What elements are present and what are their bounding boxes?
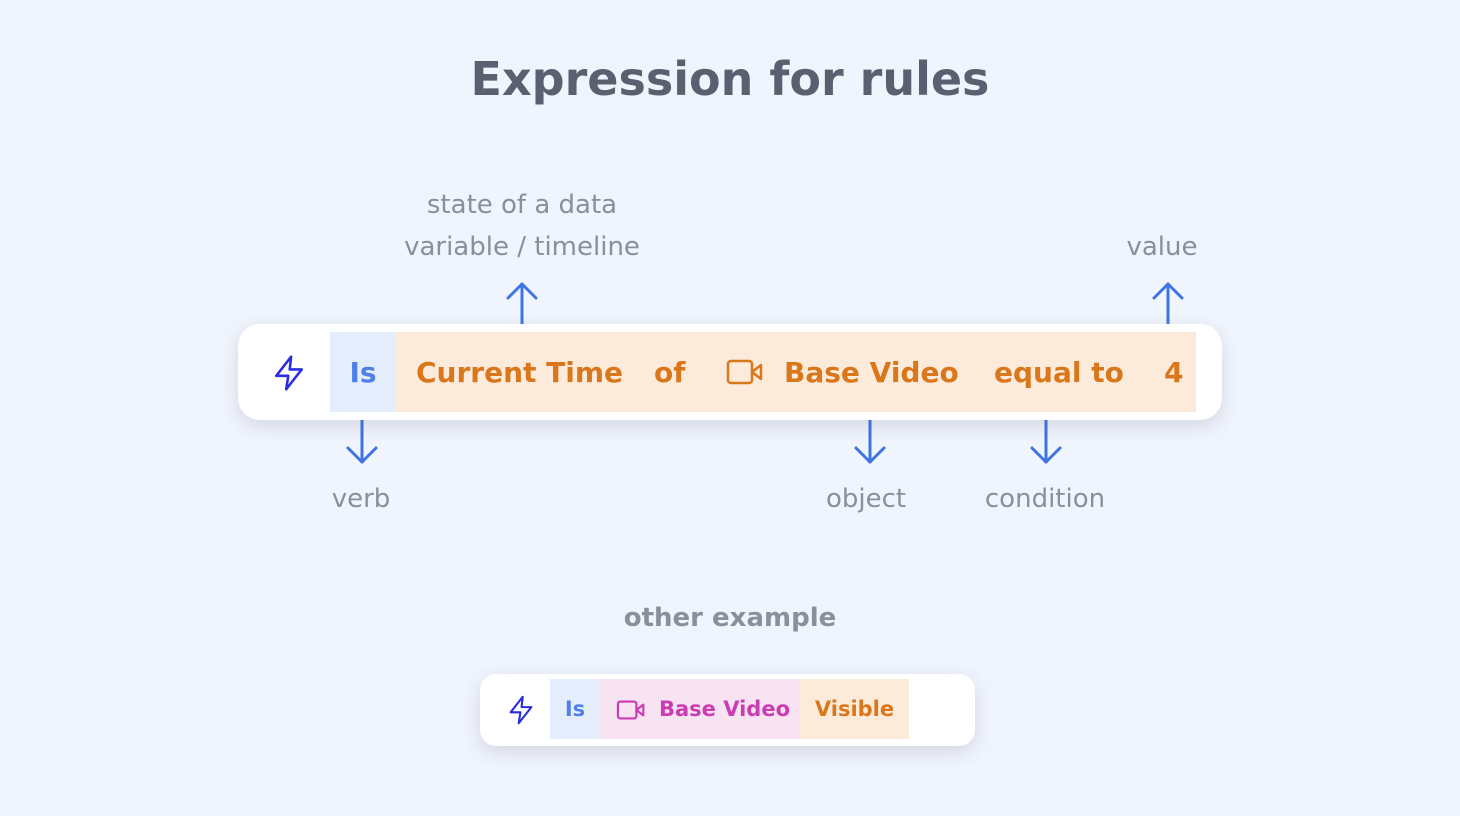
state-token-label: Visible	[814, 697, 895, 721]
state-annotation: state of a data variable / timeline	[372, 184, 672, 268]
object-token[interactable]: Base Video	[784, 355, 959, 389]
state-token[interactable]: Current Time	[416, 355, 624, 389]
lightning-bolt-icon[interactable]	[507, 695, 535, 725]
state-annotation-line1: state of a data	[426, 190, 618, 220]
verb-token-label: Is	[564, 697, 586, 721]
state-annotation-line2: variable / timeline	[404, 232, 640, 262]
condition-annotation: condition	[984, 484, 1106, 514]
condition-token[interactable]: equal to	[994, 355, 1124, 389]
state-token[interactable]: Visible	[800, 679, 909, 739]
state-expression-token[interactable]: Current Time of Base Video equal to 4	[396, 332, 1196, 412]
verb-annotation: verb	[331, 484, 391, 514]
object-expression-token[interactable]: Base Video	[600, 679, 800, 739]
video-camera-icon	[616, 700, 645, 720]
object-token: Base Video	[659, 697, 791, 721]
page-title: Expression for rules	[470, 52, 990, 106]
lightning-bolt-icon[interactable]	[272, 354, 306, 392]
other-example-label: other example	[623, 603, 837, 633]
value-token[interactable]: 4	[1164, 355, 1184, 389]
main-expression-card: Is Current Time of Base Video equal to 4	[238, 324, 1222, 420]
verb-token[interactable]: Is	[330, 332, 396, 412]
other-expression-card: Is Base Video Visible	[480, 674, 975, 746]
verb-token-label: Is	[349, 355, 377, 389]
connector-token: of	[654, 355, 686, 389]
object-annotation: object	[825, 484, 907, 514]
value-annotation: value	[1126, 232, 1198, 262]
video-camera-icon	[726, 359, 763, 385]
verb-token[interactable]: Is	[550, 679, 600, 739]
